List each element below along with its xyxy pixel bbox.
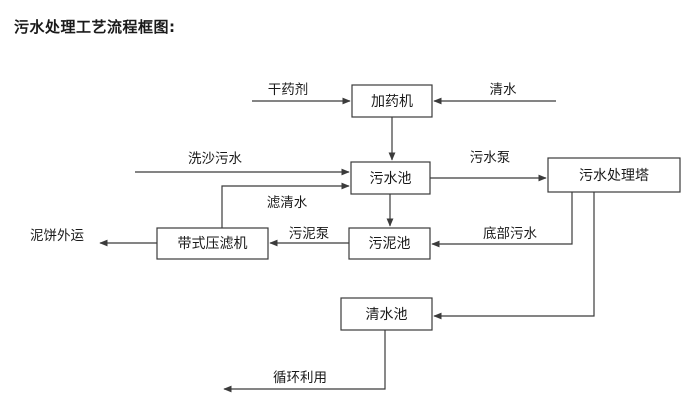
page-title: 污水处理工艺流程框图: — [14, 18, 176, 36]
edge-label-bottom-sewage: 底部污水 — [483, 226, 537, 242]
edge-label-sewage-pump: 污水泵 — [470, 150, 511, 166]
edge-filtrate-return — [221, 182, 350, 228]
edge-recycle-use — [223, 330, 386, 393]
node-label-sewage-pool: 污水池 — [370, 171, 412, 187]
edge-label-sand-wash: 洗沙污水 — [188, 151, 242, 167]
node-label-sludge-pool: 污泥池 — [369, 236, 411, 252]
node-belt-press[interactable]: 带式压滤机 — [156, 227, 269, 260]
node-label-treatment-tower: 污水处理塔 — [579, 168, 649, 184]
edge-label-dry-reagent: 干药剂 — [268, 82, 309, 98]
node-treatment-tower[interactable]: 污水处理塔 — [547, 157, 681, 193]
edge-bottom-sewage — [431, 192, 573, 248]
edge-label-clean-water: 清水 — [490, 82, 518, 98]
edge-label-sludge-pump: 污泥泵 — [289, 226, 330, 242]
node-clean-pool[interactable]: 清水池 — [340, 297, 433, 331]
node-sewage-pool[interactable]: 污水池 — [350, 161, 431, 195]
edge-label-filtrate: 滤清水 — [267, 195, 308, 211]
edge-label-mud-cake: 泥饼外运 — [30, 228, 84, 244]
node-label-dosing-machine: 加药机 — [371, 94, 413, 110]
node-sludge-pool[interactable]: 污泥池 — [348, 227, 431, 260]
edge-label-recycle: 循环利用 — [273, 370, 327, 386]
edge-tower-to-clean — [433, 192, 595, 320]
node-label-clean-pool: 清水池 — [366, 307, 408, 323]
node-dosing-machine[interactable]: 加药机 — [351, 84, 433, 118]
node-label-belt-press: 带式压滤机 — [178, 236, 248, 252]
